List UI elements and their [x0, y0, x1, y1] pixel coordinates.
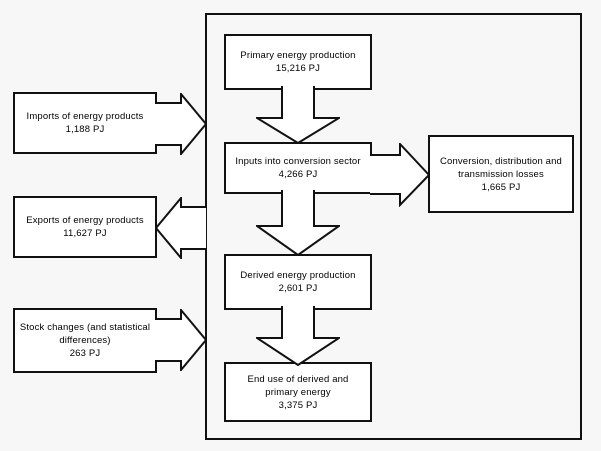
node-end-use-label-line2: primary energy [265, 386, 331, 398]
node-derived-energy-production-label: Derived energy production [240, 270, 356, 281]
conversion-to-derived-arrow [256, 190, 340, 256]
node-conversion-inputs-label: Inputs into conversion sector [235, 156, 361, 167]
node-conversion-inputs-value: 4,266 PJ [278, 169, 318, 180]
node-derived-energy-production: Derived energy production 2,601 PJ [224, 254, 372, 310]
primary-to-conversion-arrow [256, 86, 340, 144]
node-imports-label: Imports of energy products [26, 111, 144, 122]
node-losses-label-line2: transmission losses [458, 168, 544, 180]
node-conversion-distribution-transmission-losses: Conversion, distribution and transmissio… [428, 135, 574, 213]
derived-to-enduse-arrow [256, 306, 340, 366]
node-losses-value: 1,665 PJ [481, 181, 521, 193]
node-end-use-value: 3,375 PJ [278, 399, 318, 411]
node-derived-energy-production-value: 2,601 PJ [278, 283, 318, 294]
node-losses-label-line1: Conversion, distribution and [440, 155, 562, 167]
node-exports-label: Exports of energy products [26, 215, 144, 226]
stock-changes-inflow-arrow [155, 309, 207, 371]
node-imports-of-energy-products: Imports of energy products 1,188 PJ [13, 92, 157, 154]
node-stock-changes-label-line1: Stock changes (and statistical [19, 322, 151, 333]
conversion-to-losses-arrow [370, 143, 430, 207]
node-stock-changes: Stock changes (and statistical differenc… [13, 308, 157, 373]
node-imports-value: 1,188 PJ [65, 124, 105, 135]
node-end-use-of-energy: End use of derived and primary energy 3,… [224, 362, 372, 422]
node-primary-energy-production: Primary energy production 15,216 PJ [224, 34, 372, 90]
imports-inflow-arrow [155, 93, 207, 155]
node-exports-of-energy-products: Exports of energy products 11,627 PJ [13, 196, 157, 258]
node-end-use-label-line1: End use of derived and [247, 373, 349, 385]
node-stock-changes-value: 263 PJ [69, 348, 101, 359]
node-primary-energy-production-label: Primary energy production [240, 50, 356, 61]
node-exports-value: 11,627 PJ [63, 228, 107, 239]
exports-outflow-arrow [155, 197, 207, 259]
node-inputs-into-conversion-sector: Inputs into conversion sector 4,266 PJ [224, 142, 372, 194]
node-primary-energy-production-value: 15,216 PJ [275, 63, 321, 74]
node-stock-changes-label-line2: differences) [59, 335, 111, 346]
